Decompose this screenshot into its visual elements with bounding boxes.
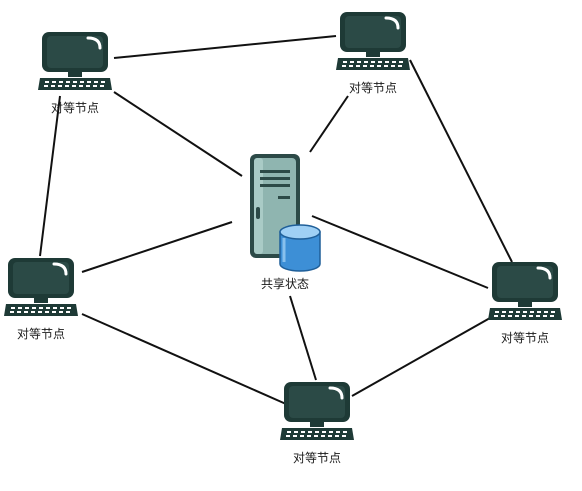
shared-state-node: 共享状态: [250, 154, 321, 291]
edge-peer-top-left-to-peer-mid-left: [39, 95, 61, 257]
computer-icon: [36, 30, 114, 92]
peer-node-label: 对等节点: [51, 101, 99, 115]
peer-node-label: 对等节点: [293, 451, 341, 465]
peer-node-label: 对等节点: [17, 327, 65, 341]
connection-lines: [39, 35, 513, 405]
peer-node-bottom: 对等节点: [278, 380, 356, 465]
edge-peer-top-left-to-shared-state: [113, 91, 243, 177]
edge-peer-mid-left-to-peer-bottom: [81, 313, 287, 405]
peer-node-mid-left: 对等节点: [2, 256, 80, 341]
peer-node-mid-right: 对等节点: [486, 260, 564, 345]
edge-shared-state-to-peer-bottom: [289, 295, 317, 381]
peer-node-label: 对等节点: [501, 331, 549, 345]
database-icon: [279, 224, 321, 272]
edge-peer-mid-left-to-shared-state: [81, 221, 233, 273]
computer-icon: [486, 260, 564, 322]
edge-peer-top-right-to-peer-mid-right: [409, 59, 513, 263]
computer-icon: [278, 380, 356, 442]
peer-node-label: 对等节点: [349, 81, 397, 95]
computer-icon: [2, 256, 80, 318]
edge-peer-top-right-to-shared-state: [309, 95, 349, 153]
peer-node-top-left: 对等节点: [36, 30, 114, 115]
edge-peer-top-left-to-peer-top-right: [113, 35, 337, 59]
edge-peer-mid-right-to-shared-state: [311, 215, 489, 289]
computer-icon: [334, 10, 412, 72]
edge-peer-mid-right-to-peer-bottom: [351, 317, 491, 397]
peer-node-top-right: 对等节点: [334, 10, 412, 95]
shared-state-label: 共享状态: [261, 276, 309, 291]
